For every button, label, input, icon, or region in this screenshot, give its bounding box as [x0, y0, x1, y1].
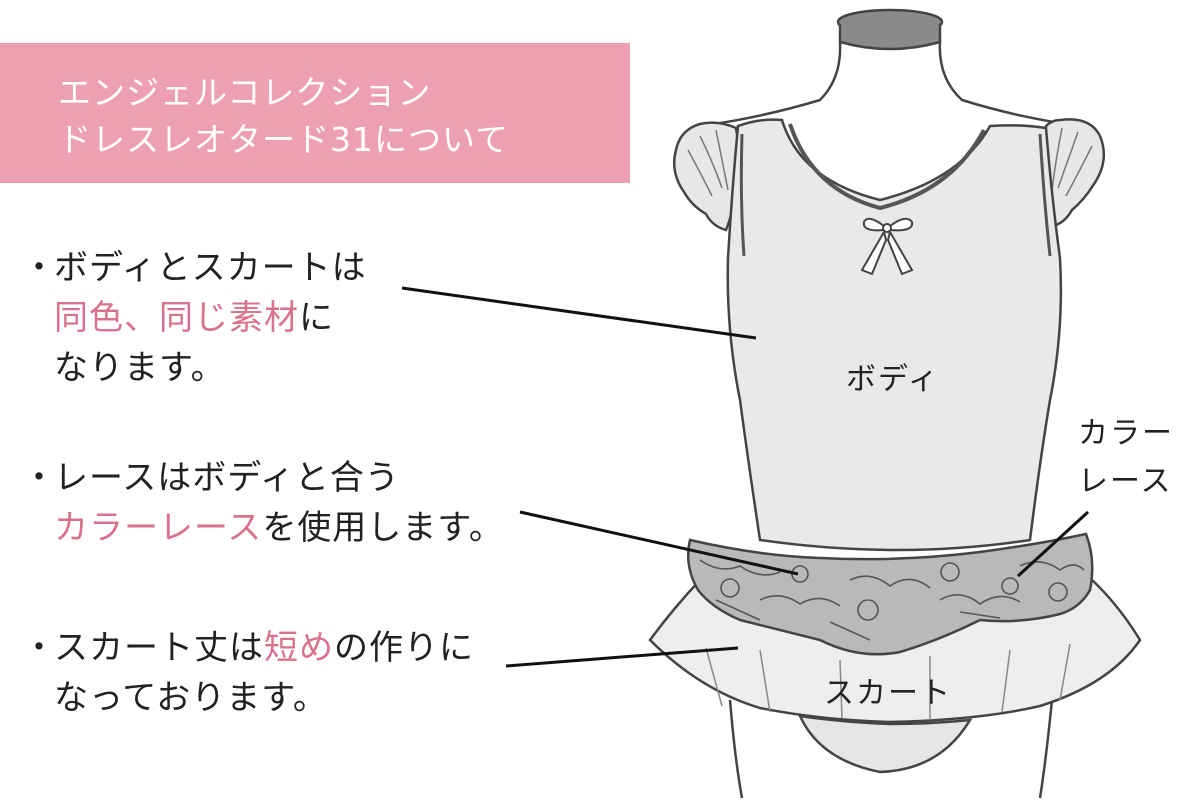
header-banner: エンジェルコレクション ドレスレオタード31について: [0, 43, 630, 183]
label-collar-lace: カラー レース: [1078, 410, 1174, 506]
note-highlight: 同色、同じ素材: [54, 298, 299, 338]
label-body: ボディ: [846, 362, 940, 397]
mannequin-hips: [728, 699, 1054, 799]
note-text: の作りに: [334, 628, 474, 668]
bullet-icon: ・: [22, 628, 57, 668]
note-text: ボディとスカートは: [54, 248, 367, 288]
note-highlight: 短め: [264, 628, 334, 668]
leader-line-collar-lace: [1016, 510, 1090, 578]
leotard-bottoms: [797, 714, 973, 774]
left-sleeve-folds: [687, 129, 729, 197]
note-body-skirt-material: ・ ボディとスカートは 同色、同じ素材に なります。: [22, 243, 367, 393]
leader-line-lace: [519, 510, 799, 576]
note-text: なります。: [54, 348, 226, 388]
label-collar-lace-line-2: レース: [1078, 464, 1173, 499]
lace-band: [687, 532, 1094, 656]
leader-line-skirt: [505, 646, 739, 668]
note-text: なっております。: [54, 678, 328, 718]
note-line: 同色、同じ素材に: [22, 293, 367, 343]
left-armhole-trim: [739, 133, 746, 257]
lace-pattern: [699, 559, 1085, 641]
leader-line-body: [401, 286, 757, 340]
bullet-icon: ・: [22, 458, 57, 498]
note-line: ・ レースはボディと合う: [22, 453, 504, 503]
neckline-trim: [788, 123, 986, 211]
banner-title-line-2: ドレスレオタード31について: [58, 120, 510, 159]
right-armhole-trim: [1038, 133, 1052, 257]
right-sleeve-folds: [1051, 127, 1093, 197]
note-line: ・ ボディとスカートは: [22, 243, 367, 293]
note-line: なります。: [22, 343, 367, 393]
label-skirt: スカート: [824, 676, 952, 711]
label-collar-lace-line-1: カラー: [1078, 416, 1174, 451]
note-text: レースはボディと合う: [54, 458, 400, 498]
note-text: に: [299, 298, 334, 338]
mannequin: [699, 8, 1081, 799]
skirt-folds: [705, 643, 1071, 720]
note-text: スカート丈は: [54, 628, 264, 668]
mannequin-neck: [838, 24, 942, 51]
banner-title-line-1: エンジェルコレクション: [58, 73, 432, 112]
leotard-body: [726, 118, 1063, 552]
note-lace-color: ・ レースはボディと合う カラーレースを使用します。: [22, 453, 504, 553]
note-line: ・ スカート丈は短めの作りに: [22, 623, 474, 673]
mannequin-shoulders: [699, 41, 1081, 128]
note-skirt-length: ・ スカート丈は短めの作りに なっております。: [22, 623, 474, 723]
bullet-icon: ・: [22, 248, 57, 288]
left-sleeve: [673, 121, 740, 232]
note-text: を使用します。: [262, 508, 504, 548]
note-line: なっております。: [22, 673, 474, 723]
bow-icon: [860, 217, 914, 276]
note-line: カラーレースを使用します。: [22, 503, 504, 553]
note-highlight: カラーレース: [54, 508, 263, 548]
